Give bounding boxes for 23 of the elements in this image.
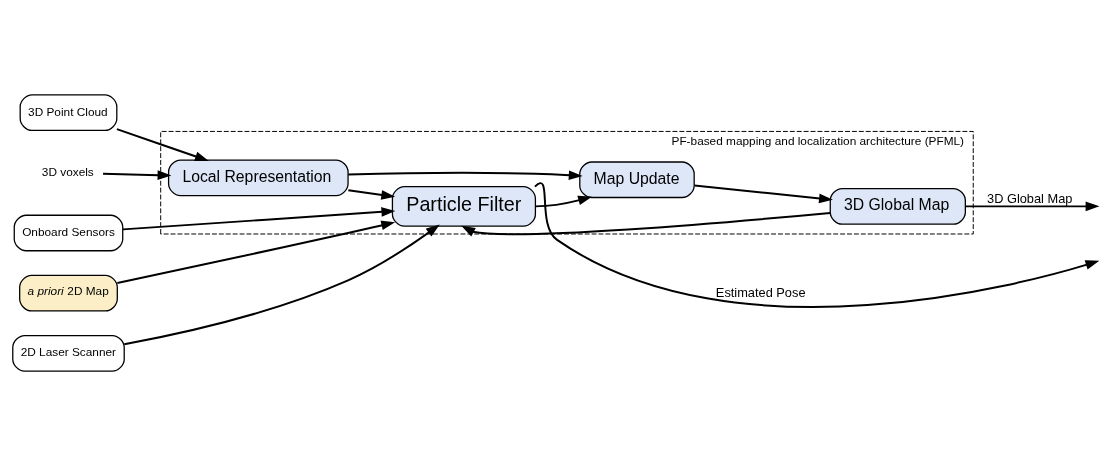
arrow	[115, 128, 209, 161]
node-box: 2D Laser Scanner	[12, 334, 125, 372]
edge-label: Estimated Pose	[715, 284, 806, 300]
node-box: Local Representation	[167, 159, 349, 197]
arrow	[347, 170, 583, 181]
arrow	[964, 201, 1100, 212]
node-box: a priori 2D Map	[19, 274, 118, 312]
arrow	[461, 211, 832, 237]
node-box: Particle Filter	[391, 186, 537, 227]
arrow	[123, 224, 440, 346]
node-text: 3D voxels	[41, 164, 94, 179]
arrow	[693, 184, 833, 204]
arrow	[102, 170, 172, 180]
node-box: Map Update	[579, 161, 695, 199]
node-box: Onboard Sensors	[13, 214, 124, 252]
edge-label: 3D Global Map	[987, 190, 1073, 206]
arrow	[347, 189, 396, 200]
arrow	[116, 220, 396, 285]
arrow	[121, 207, 396, 231]
arrow	[533, 182, 1100, 308]
arrow	[534, 195, 592, 208]
node-box: 3D Global Map	[829, 188, 966, 225]
node-box: 3D Point Cloud	[19, 94, 118, 132]
